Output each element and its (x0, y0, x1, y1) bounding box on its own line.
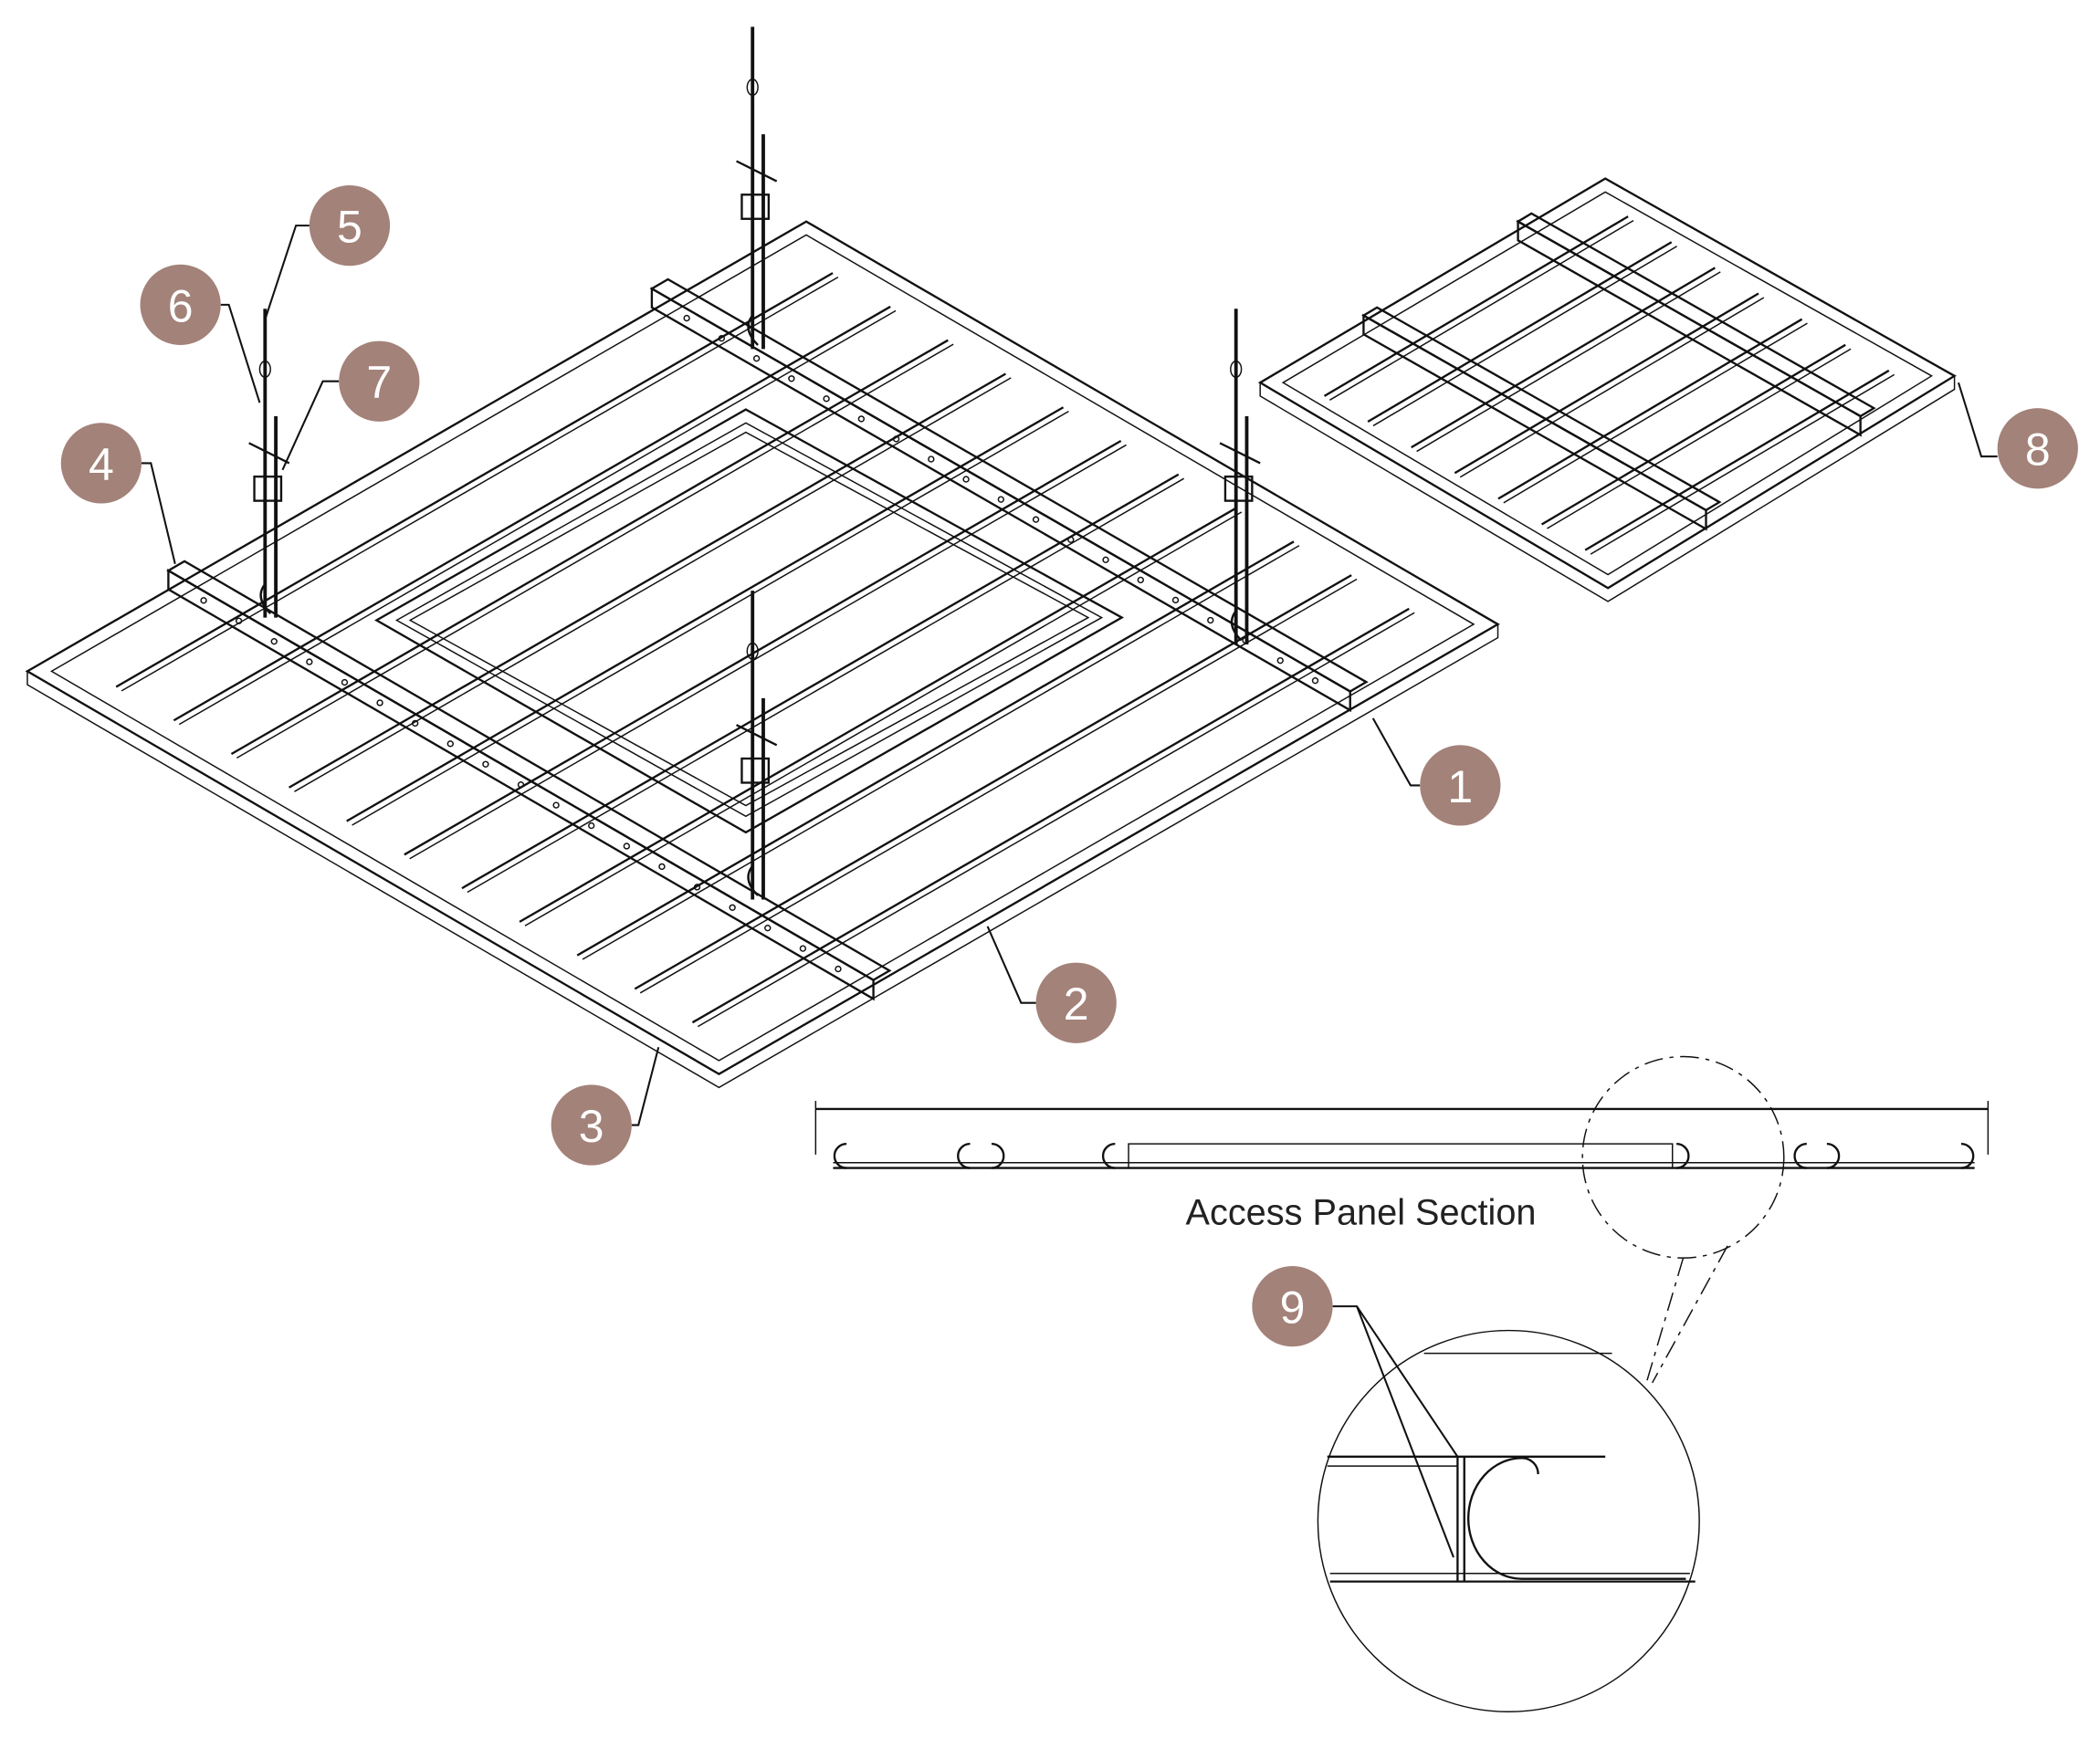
panel-rib (634, 574, 1352, 990)
callout-8: 8 (1997, 408, 2078, 489)
callout-number: 9 (1280, 1282, 1306, 1334)
carrier-rail (1517, 219, 1862, 437)
carrier-rail (167, 569, 875, 1001)
hanger-bracket (740, 757, 771, 784)
leader-line (631, 1046, 660, 1126)
callout-4: 4 (60, 423, 142, 504)
panel-rib (691, 607, 1410, 1024)
leader-line (986, 926, 1036, 1004)
detail-view (1317, 1055, 1785, 1713)
panel-rib (576, 540, 1295, 957)
callout-6: 6 (140, 264, 221, 345)
callout-number: 1 (1447, 761, 1473, 812)
leader-line (264, 225, 310, 320)
callout-2: 2 (1035, 962, 1117, 1043)
panel-rib (519, 507, 1237, 923)
section-label: Access Panel Section (1185, 1192, 1536, 1232)
hanger-rods (248, 26, 1261, 900)
callout-9: 9 (1252, 1265, 1333, 1347)
callout-number: 4 (89, 439, 114, 490)
leader-line (141, 462, 176, 564)
callout-number: 7 (366, 357, 392, 408)
callout-1: 1 (1420, 745, 1501, 826)
callout-number: 3 (579, 1101, 604, 1152)
carrier-rails (166, 277, 1369, 1001)
panel-rib (115, 272, 834, 688)
access-panel-detail (1257, 177, 1957, 602)
leader-line (1958, 382, 1998, 458)
panel-rib (173, 305, 891, 722)
access-panel-opening (374, 408, 1125, 834)
callout-7: 7 (339, 340, 420, 422)
panel-rib (230, 339, 949, 756)
section-drawing: Access Panel Section (814, 1101, 1990, 1232)
leader-line (220, 303, 261, 403)
leader-line (1332, 1305, 1459, 1558)
callout-number: 2 (1064, 979, 1089, 1030)
callout-number: 6 (168, 280, 194, 331)
panel-rib (346, 406, 1065, 822)
callout-number: 8 (2025, 424, 2051, 476)
panel-rib (288, 372, 1007, 789)
leader-line (1371, 717, 1421, 787)
callout-5: 5 (309, 184, 391, 267)
callout-number: 5 (337, 202, 362, 253)
hanger-bracket (740, 194, 771, 220)
hanger-bracket (253, 475, 283, 502)
leader-line (281, 380, 340, 471)
carrier-rail (650, 287, 1351, 713)
callout-3: 3 (551, 1084, 632, 1166)
carrier-rail (1362, 313, 1707, 531)
hanger-bracket (1223, 475, 1254, 502)
